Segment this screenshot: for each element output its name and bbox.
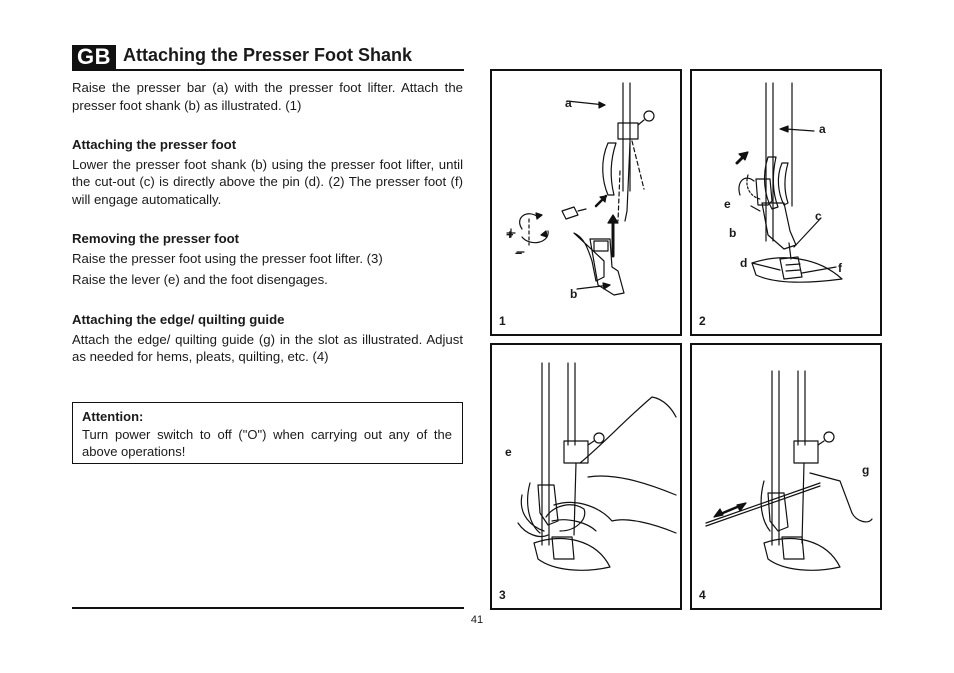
label-a: a <box>565 96 572 110</box>
label-g: g <box>862 463 870 477</box>
page-number: 41 <box>470 614 484 626</box>
section-paragraph: Lower the presser foot shank (b) using t… <box>72 156 463 207</box>
label-e: e <box>724 197 731 211</box>
label-f: f <box>838 261 842 275</box>
label-e: e <box>505 445 512 459</box>
section-paragraph: Raise the lever (e) and the foot disenga… <box>72 272 328 287</box>
figure-4: g 4 <box>690 343 882 610</box>
section-heading: Attaching the edge/ quilting guide <box>72 312 285 327</box>
figure-3: e 3 <box>490 343 682 610</box>
label-d: d <box>740 256 748 270</box>
attention-box: Attention: Turn power switch to off ("O"… <box>72 402 463 464</box>
section-attaching-foot: Attaching the presser foot Lower the pre… <box>72 136 463 208</box>
figure-1: a b + – 1 <box>490 69 682 336</box>
label-b: b <box>570 287 578 301</box>
section-header: GB Attaching the Presser Foot Shank <box>72 44 464 70</box>
section-paragraph: Raise the presser foot using the presser… <box>72 250 383 266</box>
figure-number: 2 <box>699 314 706 328</box>
language-badge: GB <box>72 45 116 69</box>
intro-text: Raise the presser bar (a) with the press… <box>72 79 463 114</box>
section-heading: Removing the presser foot <box>72 231 240 246</box>
foot-engage-illustration <box>735 82 843 283</box>
figure-2: a e c b d f 2 <box>690 69 882 336</box>
minus-symbol: – <box>515 245 523 260</box>
figure-number: 3 <box>499 588 506 602</box>
section-heading: Attaching the presser foot <box>72 137 237 152</box>
plus-symbol: + <box>506 227 514 242</box>
footer-rule <box>72 607 464 609</box>
section-removing-foot: Removing the presser foot Raise the pres… <box>72 230 463 289</box>
attention-heading: Attention: <box>82 409 144 424</box>
attention-text: Turn power switch to off ("O") when carr… <box>82 427 452 459</box>
section-paragraph: Attach the edge/ quilting guide (g) in t… <box>72 331 463 365</box>
header-rule <box>72 69 464 71</box>
quilting-guide-illustration <box>705 370 873 571</box>
foot-removal-illustration <box>517 362 677 571</box>
label-b: b <box>729 226 737 240</box>
label-c: c <box>815 209 822 223</box>
label-a: a <box>819 122 826 136</box>
presser-shank-illustration <box>506 82 655 296</box>
figure-number: 1 <box>499 314 506 328</box>
page-title: Attaching the Presser Foot Shank <box>123 45 413 65</box>
figure-number: 4 <box>699 588 706 602</box>
intro-paragraph: Raise the presser bar (a) with the press… <box>72 80 463 113</box>
section-quilting-guide: Attaching the edge/ quilting guide Attac… <box>72 311 463 366</box>
